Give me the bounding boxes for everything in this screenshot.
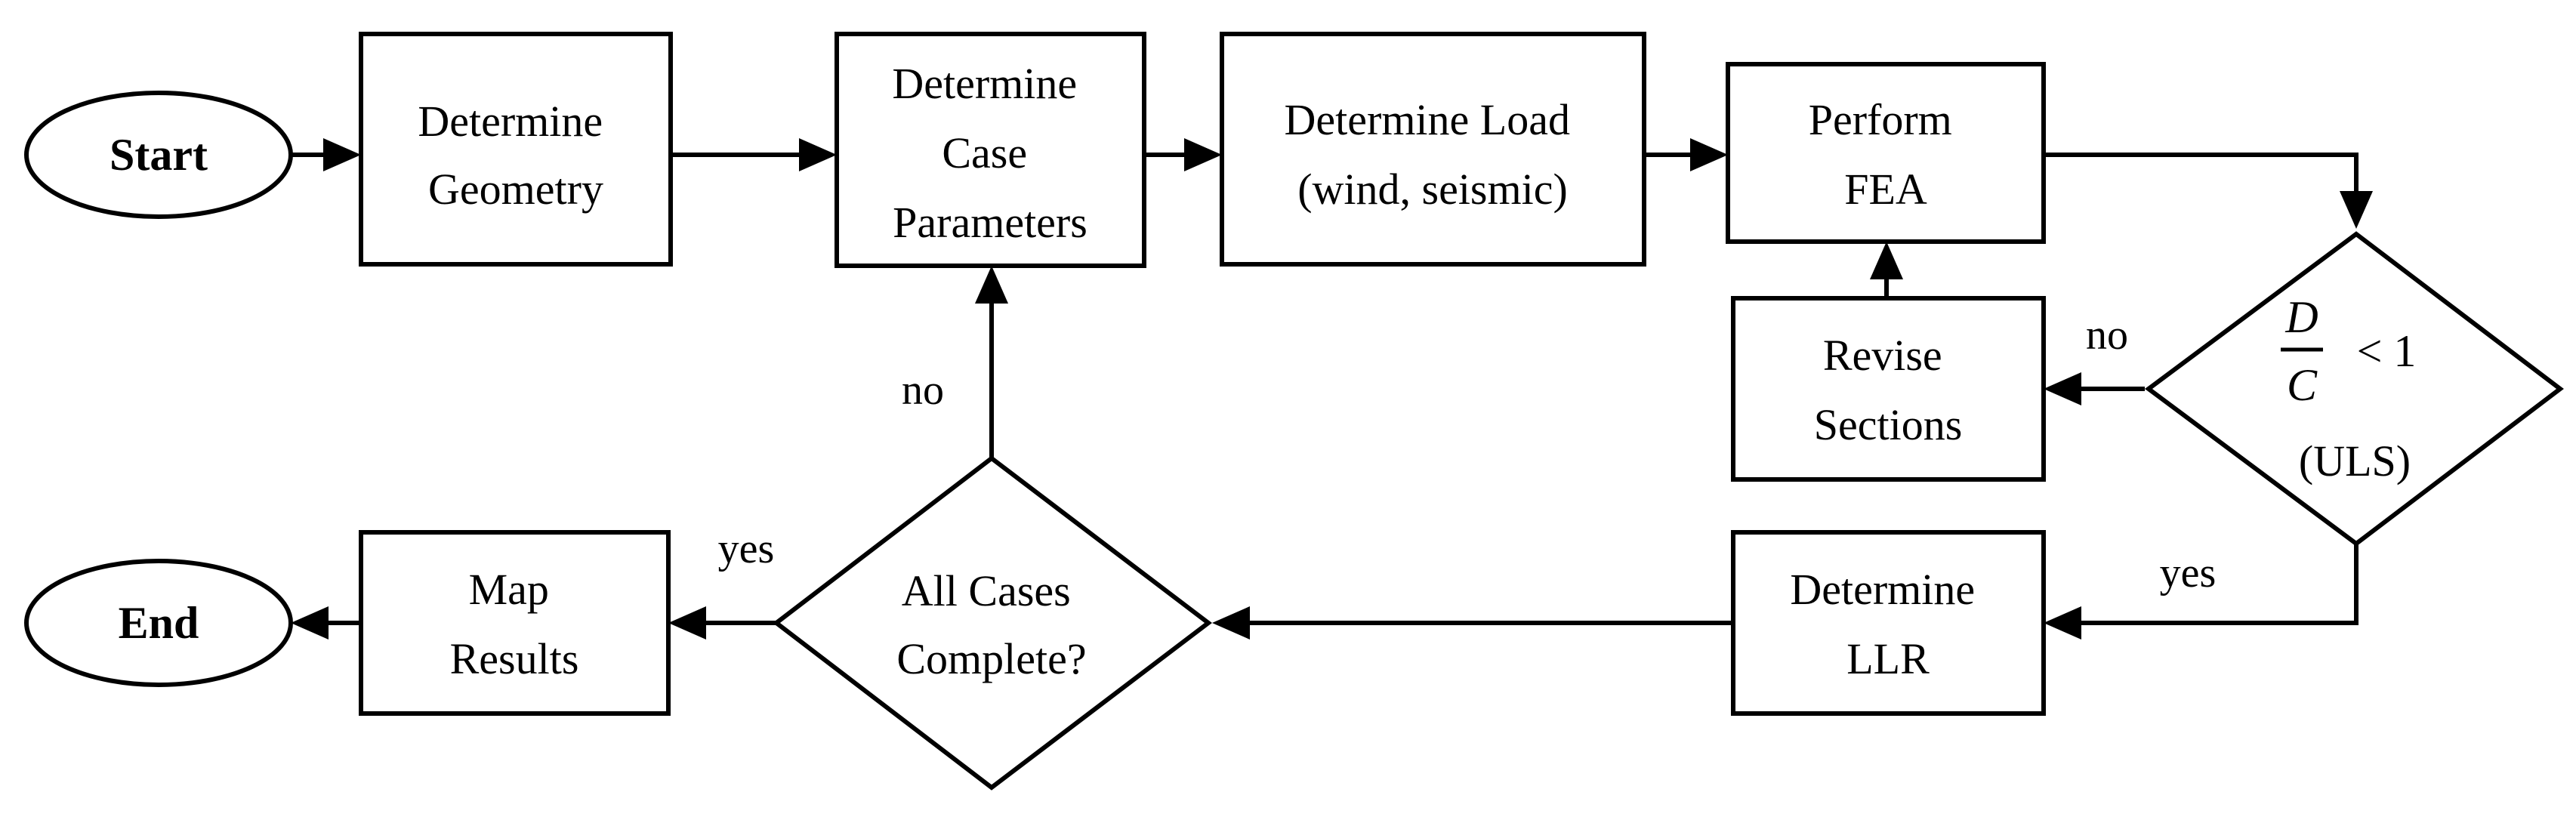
case-parameters-line-1: Determine — [892, 59, 1077, 108]
determine-llr-box: Determine LLR — [1731, 530, 2046, 716]
edge-label-cases-yes: yes — [718, 526, 775, 572]
edge-decision-to-revise — [2044, 372, 2145, 405]
svg-text:Determine Geometry: Determine Geometry — [418, 97, 613, 214]
decision-note: (ULS) — [2299, 436, 2411, 485]
svg-text:Map Results: Map Results — [450, 565, 579, 683]
determine-load-box: Determine Load (wind, seismic) — [1220, 32, 1646, 267]
determine-llr-line-1: Determine — [1790, 565, 1975, 614]
end-terminal: End — [24, 559, 293, 687]
start-terminal: Start — [24, 91, 293, 219]
determine-geometry-box: Determine Geometry — [359, 32, 673, 267]
start-label: Start — [110, 130, 208, 180]
perform-fea-line-2: FEA — [1844, 165, 1927, 214]
determine-llr-line-2: LLR — [1846, 634, 1930, 683]
case-parameters-line-3: Parameters — [893, 198, 1087, 247]
edge-geometry-to-case-parameters — [671, 138, 837, 171]
case-parameters-line-2: Case — [942, 128, 1027, 177]
determine-case-parameters-box: Determine Case Parameters — [835, 32, 1146, 268]
edge-label-uls-yes: yes — [2160, 550, 2217, 596]
revise-sections-box: Revise Sections — [1731, 296, 2046, 482]
svg-text:All Cases Complete?: All Cases Complete? — [896, 566, 1086, 683]
perform-fea-line-1: Perform — [1809, 95, 1952, 144]
map-results-box: Map Results — [359, 530, 671, 716]
svg-text:Determine Load (wind, se: Determine Load (wind, seismic) — [1285, 95, 1581, 214]
edge-fea-to-decision — [2044, 153, 2373, 229]
decision-relation: < 1 — [2357, 326, 2417, 376]
determine-geometry-line-2: Geometry — [428, 165, 603, 214]
edge-label-cases-no: no — [902, 367, 944, 414]
determine-load-line-1: Determine Load — [1285, 95, 1570, 144]
map-results-line-1: Map — [469, 565, 549, 614]
determine-geometry-line-1: Determine — [418, 97, 603, 146]
perform-fea-box: Perform FEA — [1726, 62, 2046, 244]
edge-start-to-geometry — [291, 138, 361, 171]
end-label: End — [119, 598, 199, 648]
svg-text:Revise Sections: Revise Sections — [1814, 331, 1963, 449]
revise-sections-line-2: Sections — [1814, 400, 1963, 449]
revise-sections-line-1: Revise — [1823, 331, 1942, 380]
edge-map-results-to-end — [291, 606, 361, 640]
svg-text:Determine LLR: Determine LLR — [1790, 565, 1985, 683]
edge-cases-complete-to-case-parameters — [975, 266, 1008, 458]
cases-complete-line-1: All Cases — [902, 566, 1071, 615]
decision-numerator: D — [2284, 292, 2318, 342]
edge-revise-to-fea — [1870, 242, 1903, 298]
edge-load-to-fea — [1644, 138, 1728, 171]
svg-text:Determine Case Par: Determine Case Parameters — [892, 59, 1087, 247]
svg-text:Perform FEA: Perform FEA — [1809, 95, 1964, 214]
edge-llr-to-cases-complete — [1212, 606, 1733, 640]
edge-decision-to-llr — [2044, 544, 2359, 640]
determine-load-line-2: (wind, seismic) — [1297, 165, 1568, 214]
edge-label-uls-no: no — [2086, 312, 2128, 359]
map-results-line-2: Results — [450, 634, 579, 683]
edge-cases-complete-to-map-results — [668, 606, 776, 640]
cases-complete-line-2: Complete? — [896, 634, 1086, 683]
all-cases-complete-diamond: All Cases Complete? — [773, 455, 1212, 791]
uls-decision-diamond: D C < 1 (ULS) — [2144, 231, 2564, 547]
edge-case-parameters-to-load — [1144, 138, 1222, 171]
decision-denominator: C — [2287, 360, 2318, 410]
